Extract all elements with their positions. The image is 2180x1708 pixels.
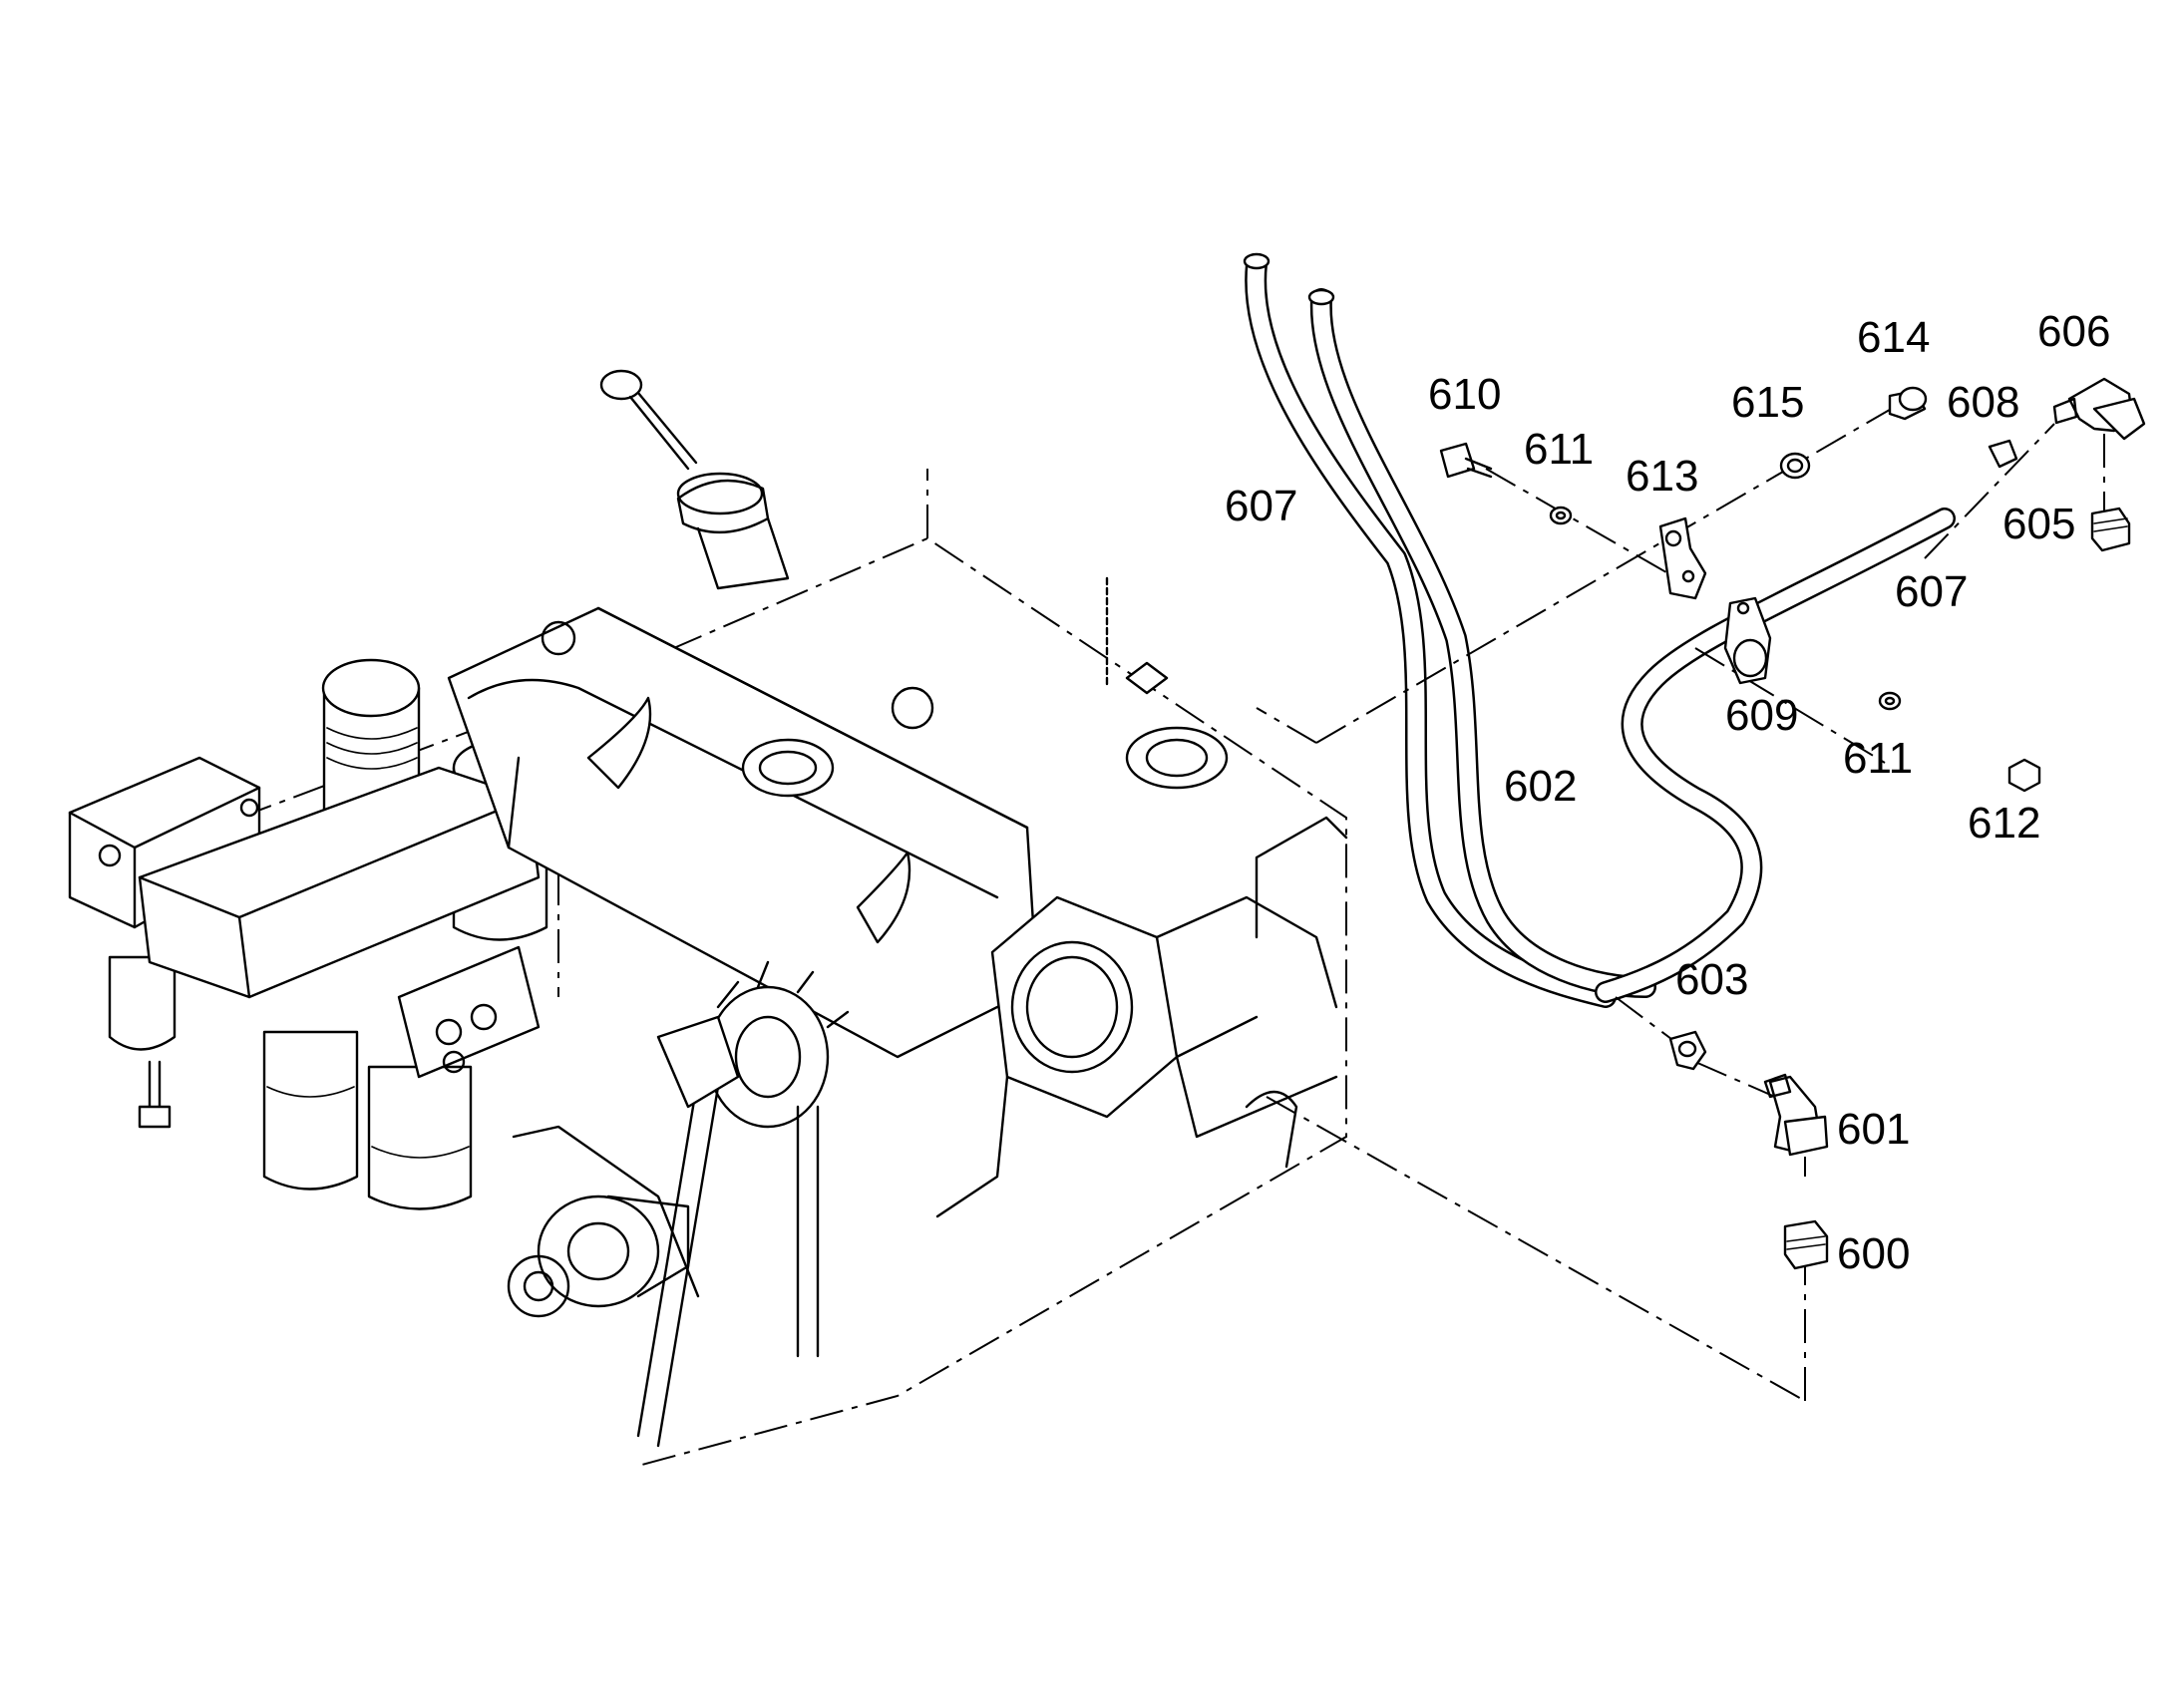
part-610-bolt bbox=[1439, 442, 1493, 479]
label-613: 613 bbox=[1626, 452, 1698, 501]
label-605: 605 bbox=[2002, 500, 2075, 548]
hose-602 bbox=[1243, 252, 1617, 1008]
label-607-right: 607 bbox=[1895, 567, 1968, 616]
part-615-washer bbox=[1779, 452, 1811, 480]
label-614: 614 bbox=[1857, 313, 1930, 362]
label-610: 610 bbox=[1428, 370, 1501, 419]
part-608-clip bbox=[1988, 439, 2018, 469]
part-611-washer-bottom bbox=[1878, 691, 1902, 711]
label-603: 603 bbox=[1675, 955, 1748, 1004]
intake-manifold bbox=[138, 766, 541, 1079]
tensioner-pulley bbox=[507, 1195, 690, 1318]
label-612: 612 bbox=[1968, 799, 2040, 848]
part-614-plug bbox=[1888, 386, 1928, 421]
part-612-nut bbox=[2007, 758, 2041, 793]
valve-cover bbox=[447, 606, 1229, 1059]
label-611-top: 611 bbox=[1524, 425, 1594, 474]
part-613-bracket bbox=[1658, 516, 1707, 600]
oil-filter-lower-right bbox=[367, 1065, 473, 1210]
filter-head-bracket bbox=[68, 756, 261, 1129]
part-600-adapter bbox=[1783, 1219, 1829, 1270]
part-605-fitting bbox=[2090, 507, 2131, 552]
drive-belt bbox=[636, 1015, 820, 1448]
label-609: 609 bbox=[1725, 691, 1798, 740]
oil-filler-cap bbox=[676, 472, 790, 590]
label-600: 600 bbox=[1837, 1229, 1910, 1278]
label-607-left: 607 bbox=[1225, 482, 1297, 530]
label-606: 606 bbox=[2037, 307, 2110, 356]
part-labels: 600 601 602 603 605 606 607 607 608 609 … bbox=[1225, 307, 2110, 1278]
part-611-washer-top bbox=[1549, 506, 1573, 525]
hose-607-left bbox=[1307, 288, 1656, 998]
engine-assembly bbox=[68, 369, 1348, 1467]
oil-filter-lower-left bbox=[262, 1030, 359, 1191]
label-602: 602 bbox=[1504, 762, 1577, 811]
label-608: 608 bbox=[1947, 378, 2019, 427]
part-606-elbow bbox=[2052, 377, 2146, 441]
dipstick bbox=[599, 369, 698, 471]
throttle-body bbox=[990, 895, 1338, 1119]
label-615: 615 bbox=[1731, 378, 1804, 427]
part-601-elbow bbox=[1763, 1073, 1829, 1157]
label-611-bottom: 611 bbox=[1843, 734, 1913, 783]
label-601: 601 bbox=[1837, 1105, 1910, 1154]
part-609-clamp bbox=[1723, 596, 1772, 685]
part-603-clamp bbox=[1668, 1030, 1707, 1071]
